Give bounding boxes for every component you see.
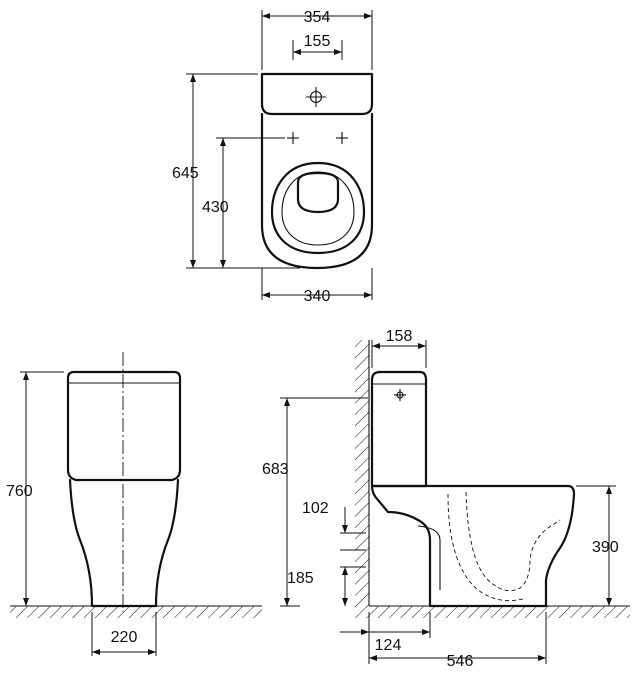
flush-button-symbol bbox=[306, 87, 326, 107]
side-wall-hatch bbox=[355, 340, 369, 606]
dim-top-bowl-width: 340 bbox=[304, 288, 331, 305]
top-view-cistern bbox=[260, 72, 374, 116]
top-view: 354 155 645 430 340 bbox=[172, 9, 374, 305]
top-view-seat bbox=[270, 161, 366, 255]
side-floor-hatch bbox=[355, 606, 630, 618]
seat-fixing-holes bbox=[287, 132, 348, 144]
dim-top-overall-width: 354 bbox=[304, 9, 331, 26]
dim-side-bowl-height: 390 bbox=[592, 539, 619, 556]
front-view-cistern bbox=[66, 370, 182, 482]
side-view-bowl bbox=[370, 484, 576, 608]
side-view: 158 683 102 185 390 124 546 bbox=[262, 328, 630, 670]
dim-top-seat-length: 430 bbox=[202, 199, 229, 216]
top-view-bowl bbox=[260, 112, 374, 270]
front-view: 760 220 bbox=[6, 352, 262, 656]
dim-side-tank-depth: 158 bbox=[386, 328, 413, 345]
dim-front-height: 760 bbox=[6, 483, 33, 500]
dim-top-hole-spacing: 155 bbox=[304, 33, 331, 50]
dim-side-outlet-height: 185 bbox=[287, 570, 314, 587]
front-floor-hatch bbox=[10, 606, 262, 618]
front-view-pedestal bbox=[68, 478, 180, 608]
dim-top-overall-length: 645 bbox=[172, 165, 199, 182]
dim-side-inlet-height: 102 bbox=[302, 500, 329, 517]
side-view-cistern bbox=[370, 370, 428, 488]
dim-side-outlet-offset: 124 bbox=[375, 637, 402, 654]
dim-side-seat-height-total: 683 bbox=[262, 461, 289, 478]
dim-side-total-depth: 546 bbox=[447, 653, 474, 670]
side-flush-button-symbol bbox=[394, 389, 406, 401]
top-view-bowl-opening bbox=[296, 171, 340, 214]
top-view-seat-opening bbox=[281, 171, 355, 246]
side-view-trap bbox=[465, 491, 561, 592]
dim-front-base-width: 220 bbox=[111, 629, 138, 646]
